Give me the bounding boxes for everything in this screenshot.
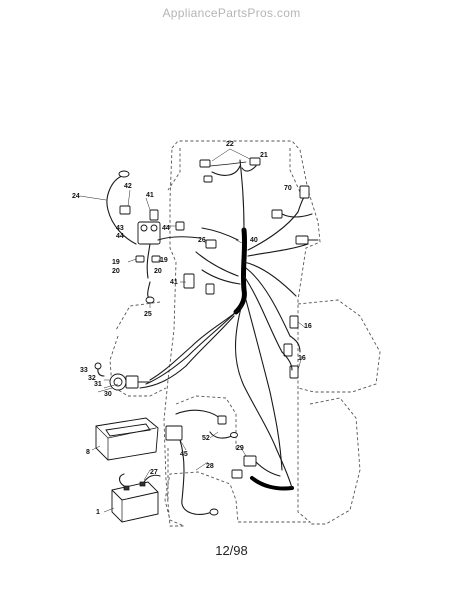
callout-41-lower: 41 [170,279,178,286]
callout-70: 70 [284,185,292,192]
callout-31: 31 [94,381,102,388]
ring-terminal [118,170,130,178]
callout-24: 24 [72,193,80,200]
callout-20-right: 20 [154,268,162,275]
callout-16-upper: 16 [304,323,312,330]
callout-16-lower: 16 [298,355,306,362]
fuse-block [165,425,183,441]
headlight-connector-right [249,157,261,166]
callout-28: 28 [206,463,214,470]
callout-41: 41 [146,192,154,199]
ignition-switch [94,362,151,391]
callout-22: 22 [226,141,234,148]
callout-labels: 22 21 70 24 42 41 43 44 44 26 40 19 19 2… [72,141,312,516]
callout-21: 21 [260,152,268,159]
battery-tray [95,417,159,461]
callout-32: 32 [88,375,96,382]
callout-30: 30 [104,391,112,398]
callout-26: 26 [198,237,206,244]
headlight-harness [199,148,261,183]
callout-45: 45 [180,451,188,458]
page-number: 12/98 [215,543,248,558]
solenoid [137,221,161,245]
mid-connectors [175,221,301,379]
callout-27: 27 [150,469,158,476]
battery [111,473,161,523]
callout-8: 8 [86,449,90,456]
callout-40: 40 [250,237,258,244]
right-connector-group [247,185,319,251]
callout-52: 52 [202,435,210,442]
callout-33: 33 [80,367,88,374]
lower-harness [165,409,294,516]
callout-42: 42 [124,183,132,190]
callout-19-left: 19 [112,259,120,266]
solenoid-assembly [106,170,201,304]
callout-44-right: 44 [162,225,170,232]
callout-44-left: 44 [116,233,124,240]
callout-20-left: 20 [112,268,120,275]
leader-lines [79,189,307,513]
callout-19-right: 19 [160,257,168,264]
headlight-connector-left [199,159,211,168]
callout-25: 25 [144,311,152,318]
tractor-outline [109,140,381,527]
callout-1: 1 [96,509,100,516]
callout-29: 29 [236,445,244,452]
main-harness [139,159,309,471]
watermark: AppliancePartsPros.com [162,6,301,20]
callout-43: 43 [116,225,124,232]
